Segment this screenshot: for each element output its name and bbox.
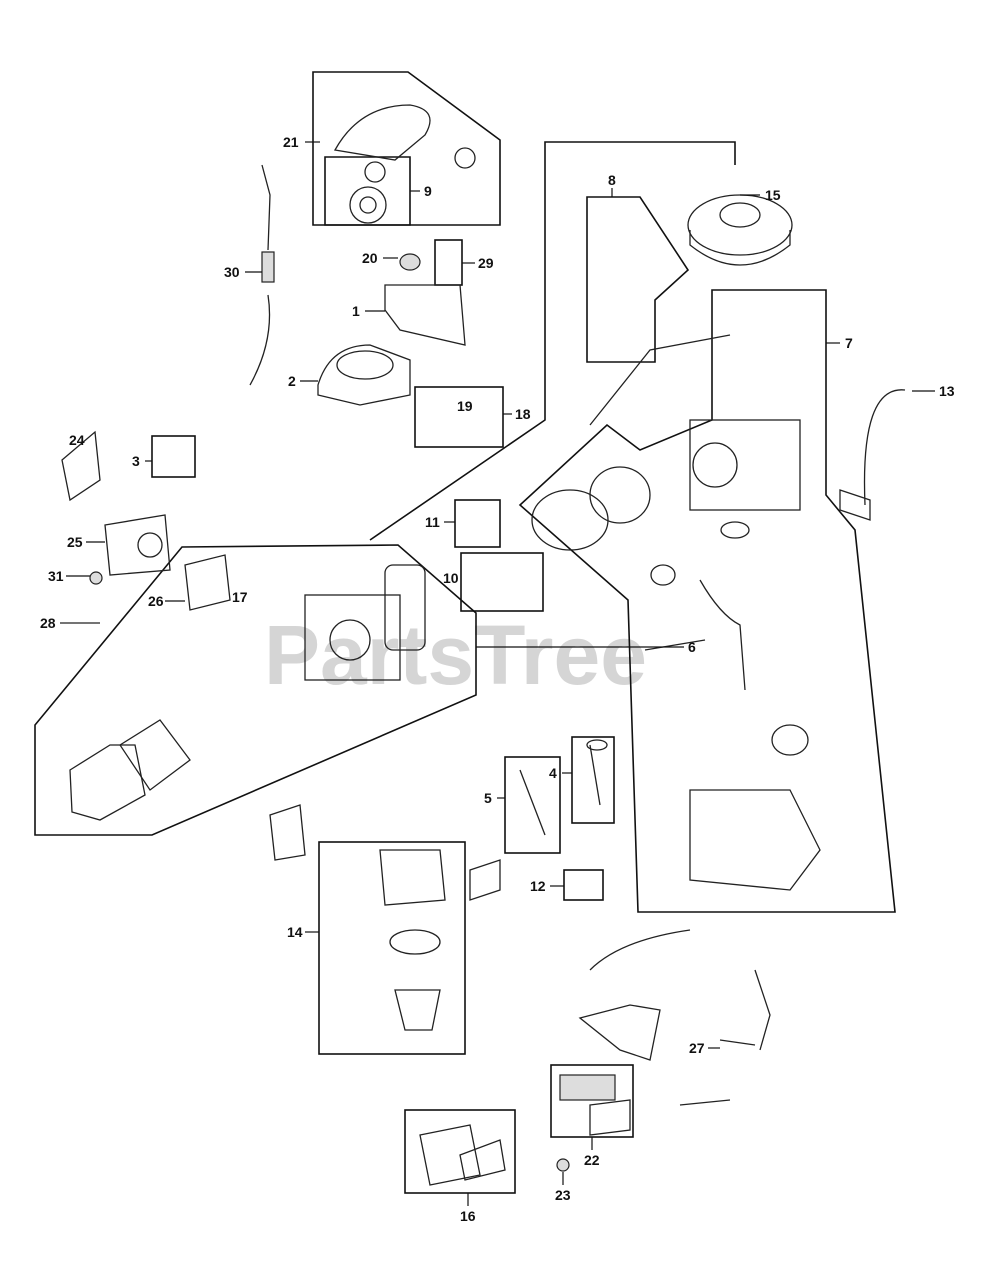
control-spring xyxy=(719,1039,756,1046)
frame-4 xyxy=(571,736,615,824)
governor-rod xyxy=(754,969,771,1051)
frame-5 xyxy=(504,756,561,854)
frame-29 xyxy=(434,239,463,286)
frame-12 xyxy=(563,869,604,901)
float-bowl xyxy=(394,989,441,1031)
frame-18 xyxy=(414,386,504,448)
o-ring xyxy=(389,929,441,955)
gasket-26 xyxy=(184,554,231,611)
watermark-logo: PartsTree xyxy=(264,608,647,702)
frame-9 xyxy=(324,156,411,226)
callout-29: 29 xyxy=(478,255,494,271)
callout-22: 22 xyxy=(584,1152,600,1168)
callout-24: 24 xyxy=(69,432,85,448)
piston xyxy=(589,466,651,524)
frame-6-cylinder-head xyxy=(34,544,477,836)
callout-20: 20 xyxy=(362,250,378,266)
callout-6: 6 xyxy=(688,639,696,655)
valve-cover xyxy=(69,744,146,821)
linkage xyxy=(679,1099,731,1106)
air-cleaner-base xyxy=(419,1124,481,1186)
callout-31: 31 xyxy=(48,568,64,584)
air-filter-element xyxy=(559,1074,616,1101)
callout-14: 14 xyxy=(287,924,303,940)
callout-11: 11 xyxy=(425,514,440,530)
callout-16: 16 xyxy=(460,1208,476,1224)
frame-8 xyxy=(586,196,690,363)
crankcase-cylinder xyxy=(689,419,801,511)
callout-3: 3 xyxy=(132,453,140,469)
callout-2: 2 xyxy=(288,373,296,389)
ratchet xyxy=(454,147,476,169)
crankshaft xyxy=(699,579,746,691)
frame-16-air-cleaner xyxy=(404,1109,516,1194)
callout-26: 26 xyxy=(148,593,164,609)
frame-15-link xyxy=(369,141,736,541)
callout-30: 30 xyxy=(224,264,240,280)
nut xyxy=(89,571,103,585)
cam-gear xyxy=(650,564,676,586)
callout-27: 27 xyxy=(689,1040,705,1056)
choke-control xyxy=(578,1004,661,1061)
cylinder-head xyxy=(304,594,401,681)
frame-7-crankcase xyxy=(518,289,896,913)
governor-gear xyxy=(771,724,809,756)
frame-11 xyxy=(454,499,501,548)
callout-18: 18 xyxy=(515,406,531,422)
callout-labels: 21 9 15 8 30 20 29 1 7 2 13 19 18 24 3 1… xyxy=(40,134,955,1224)
governor-arm xyxy=(589,334,731,426)
fuel-filter xyxy=(261,251,275,283)
ignition-coil xyxy=(839,389,906,521)
insulator xyxy=(469,859,501,901)
callout-21: 21 xyxy=(283,134,299,150)
oil-pan xyxy=(689,789,821,891)
callout-5: 5 xyxy=(484,790,492,806)
valve-cover-gasket xyxy=(119,719,191,791)
callout-25: 25 xyxy=(67,534,83,550)
spring xyxy=(364,161,386,183)
part-illustrations xyxy=(60,104,906,1186)
callout-9: 9 xyxy=(424,183,432,199)
breather-tube xyxy=(249,164,271,386)
frame-3 xyxy=(151,435,196,478)
carburetor xyxy=(379,849,446,906)
callout-17: 17 xyxy=(232,589,248,605)
starter-housing xyxy=(333,104,431,161)
pre-cleaner xyxy=(589,1099,631,1136)
cylinder-shroud xyxy=(317,344,411,406)
muffler xyxy=(104,514,171,576)
recoil-pulley xyxy=(349,186,387,224)
piston-rings xyxy=(531,489,609,551)
callout-23: 23 xyxy=(555,1187,571,1203)
leader-lines xyxy=(66,141,935,1206)
heat-shield xyxy=(61,430,101,502)
dipstick-tube xyxy=(589,744,601,806)
callout-1: 1 xyxy=(352,303,360,319)
seal xyxy=(720,521,750,539)
carb-gasket-plate xyxy=(269,804,306,861)
throttle-link xyxy=(589,929,691,971)
callout-8: 8 xyxy=(608,172,616,188)
callout-15: 15 xyxy=(765,187,781,203)
callout-13: 13 xyxy=(939,383,955,399)
callout-7: 7 xyxy=(845,335,853,351)
frame-10 xyxy=(460,552,544,612)
blower-housing xyxy=(384,284,466,346)
callout-12: 12 xyxy=(530,878,546,894)
callout-10: 10 xyxy=(443,570,459,586)
group-frames xyxy=(34,71,896,1194)
frame-14-carburetor xyxy=(318,841,466,1055)
connecting-rod xyxy=(644,639,706,651)
dipstick xyxy=(519,769,546,836)
air-cleaner-cover xyxy=(459,1139,506,1181)
callout-4: 4 xyxy=(549,765,557,781)
callout-19: 19 xyxy=(457,398,473,414)
flywheel xyxy=(687,194,793,256)
wing-nut xyxy=(556,1158,570,1172)
callout-28: 28 xyxy=(40,615,56,631)
frame-21-recoil-starter xyxy=(312,71,501,226)
head-gasket xyxy=(384,564,426,651)
